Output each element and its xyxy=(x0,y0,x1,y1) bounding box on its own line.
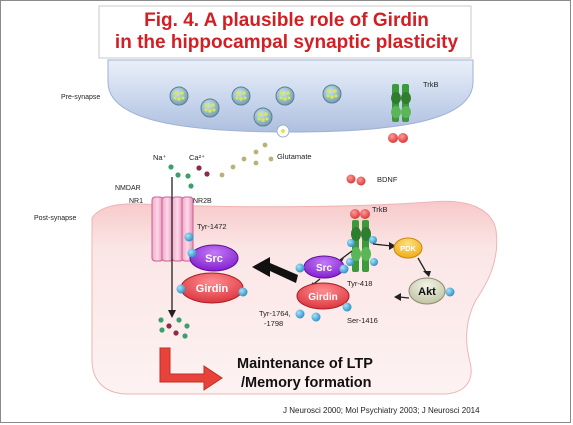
label-girdin-small: Girdin xyxy=(308,292,337,303)
figure-title-line2: in the hippocampal synaptic plasticity xyxy=(114,32,459,53)
label-tyr1472: Tyr-1472 xyxy=(197,222,227,231)
girdin-translocation-arrow xyxy=(252,257,298,283)
bdnf-molecules xyxy=(346,174,366,186)
akt-node xyxy=(408,277,446,305)
girdin-small xyxy=(296,282,350,310)
label-trkb-presynaptic: TrkB xyxy=(423,80,439,89)
label-glutamate: Glutamate xyxy=(277,152,312,161)
src-large xyxy=(189,244,239,272)
outcome-line1: Maintenance of LTP xyxy=(237,356,373,372)
label-ca: Ca²⁺ xyxy=(189,153,205,162)
outcome-arrow xyxy=(159,347,223,391)
label-nr2b: NR2B xyxy=(193,198,212,205)
label-src-small: Src xyxy=(316,263,333,274)
references: J Neurosci 2000; Mol Psychiatry 2003; J … xyxy=(283,406,480,415)
phospho-tyr1764 xyxy=(295,309,305,319)
pdk-node xyxy=(393,237,423,259)
label-nmdar: NMDAR xyxy=(115,185,141,192)
label-girdin-large: Girdin xyxy=(196,283,229,295)
label-ser1416: Ser-1416 xyxy=(347,316,378,325)
phospho-akt xyxy=(445,287,455,297)
signaling-arrows xyxy=(310,243,427,299)
phospho-ser1416 xyxy=(342,302,352,312)
phospho-site xyxy=(238,287,248,297)
synaptic-vesicles xyxy=(169,84,342,138)
label-na: Na⁺ xyxy=(153,153,167,162)
label-nr1: NR1 xyxy=(129,198,143,205)
trkb-presynaptic-receptor xyxy=(388,84,411,143)
outcome-line2: /Memory formation xyxy=(241,375,372,391)
label-presynapse: Pre-synapse xyxy=(61,94,100,101)
title-box xyxy=(98,5,472,59)
phospho-site xyxy=(176,284,186,294)
nmdar-channel xyxy=(151,177,194,318)
label-tyr1798: -1798 xyxy=(264,319,283,328)
ions-and-glutamate xyxy=(168,142,274,189)
phospho-tyr1798 xyxy=(311,312,321,322)
label-akt: Akt xyxy=(418,286,436,298)
figure-title-line1: Fig. 4. A plausible role of Girdin xyxy=(144,10,429,31)
phospho-tyr418 xyxy=(295,263,305,273)
label-trkb-postsynaptic: TrkB xyxy=(372,205,388,214)
label-bdnf: BDNF xyxy=(377,175,398,184)
trkb-postsynaptic-receptor xyxy=(346,209,378,272)
phospho-tyr1472 xyxy=(184,232,194,242)
label-pdk: PDK xyxy=(400,244,416,253)
phospho-site xyxy=(339,264,349,274)
intracellular-ions xyxy=(158,317,190,339)
label-src-large: Src xyxy=(205,253,223,265)
label-tyr418: Tyr-418 xyxy=(347,279,372,288)
label-tyr1764: Tyr-1764, xyxy=(259,309,291,318)
label-postsynapse: Post-synapse xyxy=(34,215,77,222)
phospho-site xyxy=(187,248,197,258)
